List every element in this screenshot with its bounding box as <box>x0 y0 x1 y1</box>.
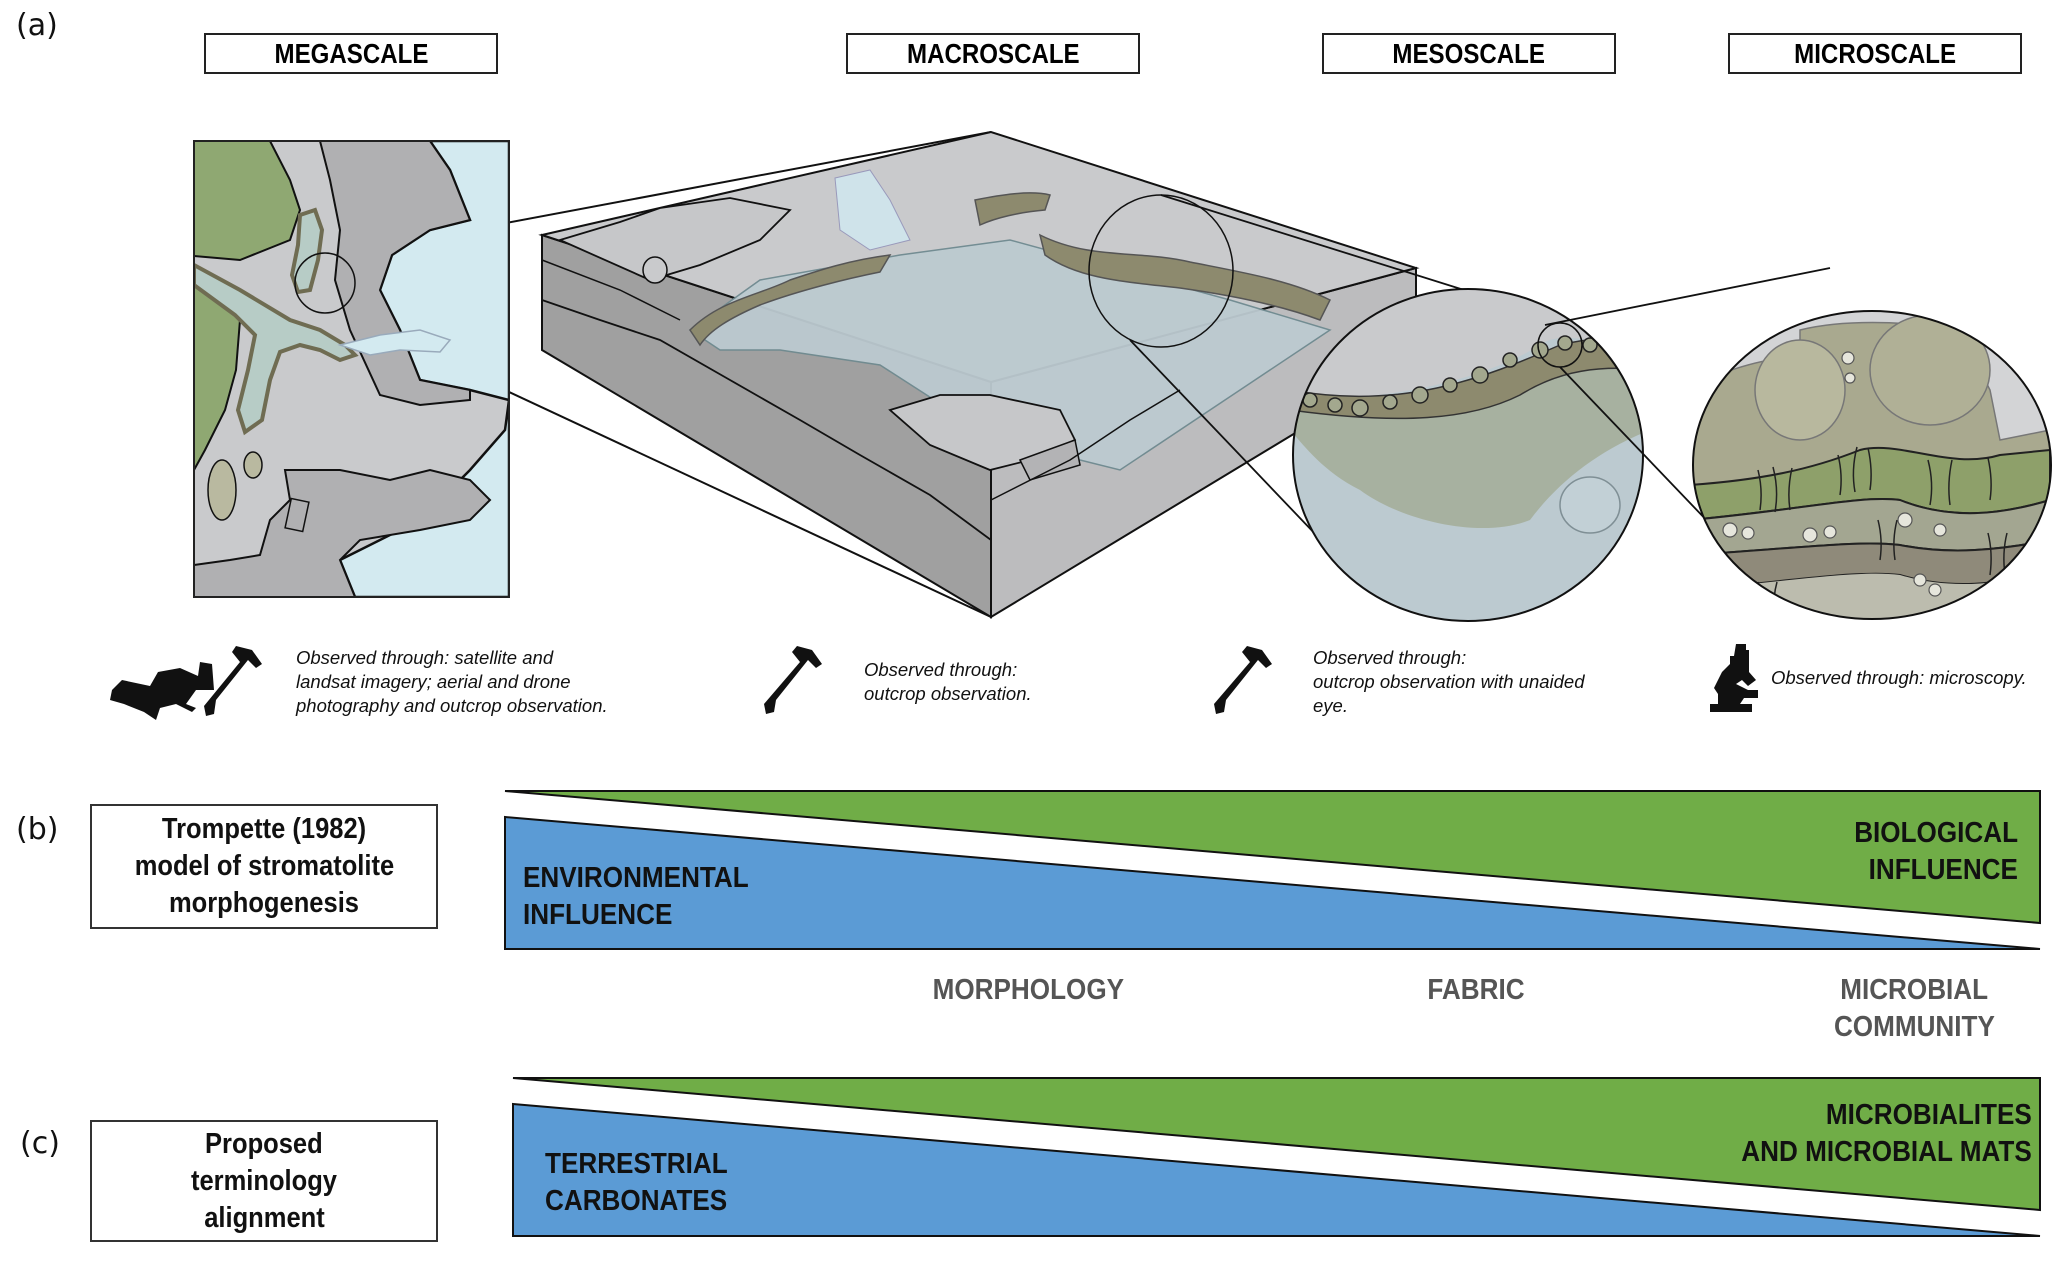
label-line: INFLUENCE <box>1868 854 2018 886</box>
megascale-label: MEGASCALE <box>204 33 498 74</box>
mesoscale-view <box>1292 288 1644 622</box>
biological-influence-label: BIOLOGICAL INFLUENCE <box>1836 815 2018 889</box>
observation-line: Observed through: <box>1313 647 1467 668</box>
panel-a-letter: (a) <box>16 8 58 43</box>
label-line: COMMUNITY <box>1833 1011 1995 1043</box>
panel-b-letter: (b) <box>16 812 59 847</box>
environmental-influence-wedge <box>504 815 2041 950</box>
label-line: AND MICROBIAL MATS <box>1741 1136 2032 1168</box>
trompette-model-box: Trompette (1982) model of stromatolite m… <box>90 804 438 929</box>
rock-hammer-icon <box>1214 646 1272 714</box>
observation-line: outcrop observation. <box>864 683 1032 704</box>
mesoscale-label: MESOSCALE <box>1322 33 1616 74</box>
microscale-observation: Observed through: microscopy. <box>1771 666 2027 690</box>
morphology-label: MORPHOLOGY <box>932 974 1124 1006</box>
label-line: INFLUENCE <box>523 899 673 931</box>
observation-line: Observed through: satellite and <box>296 647 554 668</box>
biological-influence-wedge <box>504 790 2041 925</box>
microscale-view <box>1692 310 2052 620</box>
drone-icon <box>110 662 214 720</box>
terrestrial-carbonates-label: TERRESTRIAL CARBONATES <box>545 1146 748 1220</box>
label-line: ENVIRONMENTAL <box>523 862 749 894</box>
environmental-influence-label: ENVIRONMENTAL INFLUENCE <box>523 860 774 934</box>
macroscale-observation: Observed through: outcrop observation. <box>864 658 1032 706</box>
panel-b-wedges <box>504 790 2041 950</box>
zoom-connector-macro-meso <box>1129 194 1481 561</box>
box-line: Proposed <box>205 1127 323 1160</box>
megascale-observation: Observed through: satellite and landsat … <box>296 646 608 718</box>
box-line: Trompette (1982) <box>161 813 367 845</box>
megascale-map-frame <box>193 140 510 598</box>
mesoscale-observation: Observed through: outcrop observation wi… <box>1313 646 1585 718</box>
observation-line: photography and outcrop observation. <box>296 695 608 716</box>
label-line: CARBONATES <box>545 1185 728 1217</box>
fabric-label: FABRIC <box>1427 974 1525 1006</box>
observation-line: landsat imagery; aerial and drone <box>296 671 571 692</box>
observation-line: Observed through: microscopy. <box>1771 667 2027 688</box>
rock-hammer-icon <box>204 646 262 716</box>
microbialites-label: MICROBIALITES AND MICROBIAL MATS <box>1709 1097 2032 1171</box>
panel-c-wedges <box>512 1077 2041 1237</box>
macroscale-block <box>538 130 1420 619</box>
box-line: model of stromatolite <box>134 850 394 882</box>
microscope-icon <box>1710 644 1758 712</box>
label-line: BIOLOGICAL <box>1854 817 2018 849</box>
proposed-terminology-box: Proposed terminology alignment <box>90 1120 438 1242</box>
microscale-label: MICROSCALE <box>1728 33 2022 74</box>
macroscale-label: MACROSCALE <box>846 33 1140 74</box>
observation-line: Observed through: <box>864 659 1018 680</box>
microbialites-wedge <box>512 1077 2041 1212</box>
label-line: TERRESTRIAL <box>545 1148 728 1180</box>
label-line: MICROBIALITES <box>1826 1099 2032 1131</box>
box-line: terminology <box>190 1164 338 1197</box>
observation-line: eye. <box>1313 695 1348 716</box>
rock-hammer-icon <box>764 646 822 714</box>
panel-c-letter: (c) <box>20 1126 60 1161</box>
box-line: morphogenesis <box>168 887 359 919</box>
megascale-map <box>194 141 509 597</box>
microbial-community-label: MICROBIAL COMMUNITY <box>1784 972 2044 1046</box>
label-line: MICROBIAL <box>1840 974 1988 1006</box>
box-line: alignment <box>203 1201 325 1234</box>
observation-line: outcrop observation with unaided <box>1313 671 1585 692</box>
terrestrial-carbonates-wedge <box>512 1102 2041 1237</box>
